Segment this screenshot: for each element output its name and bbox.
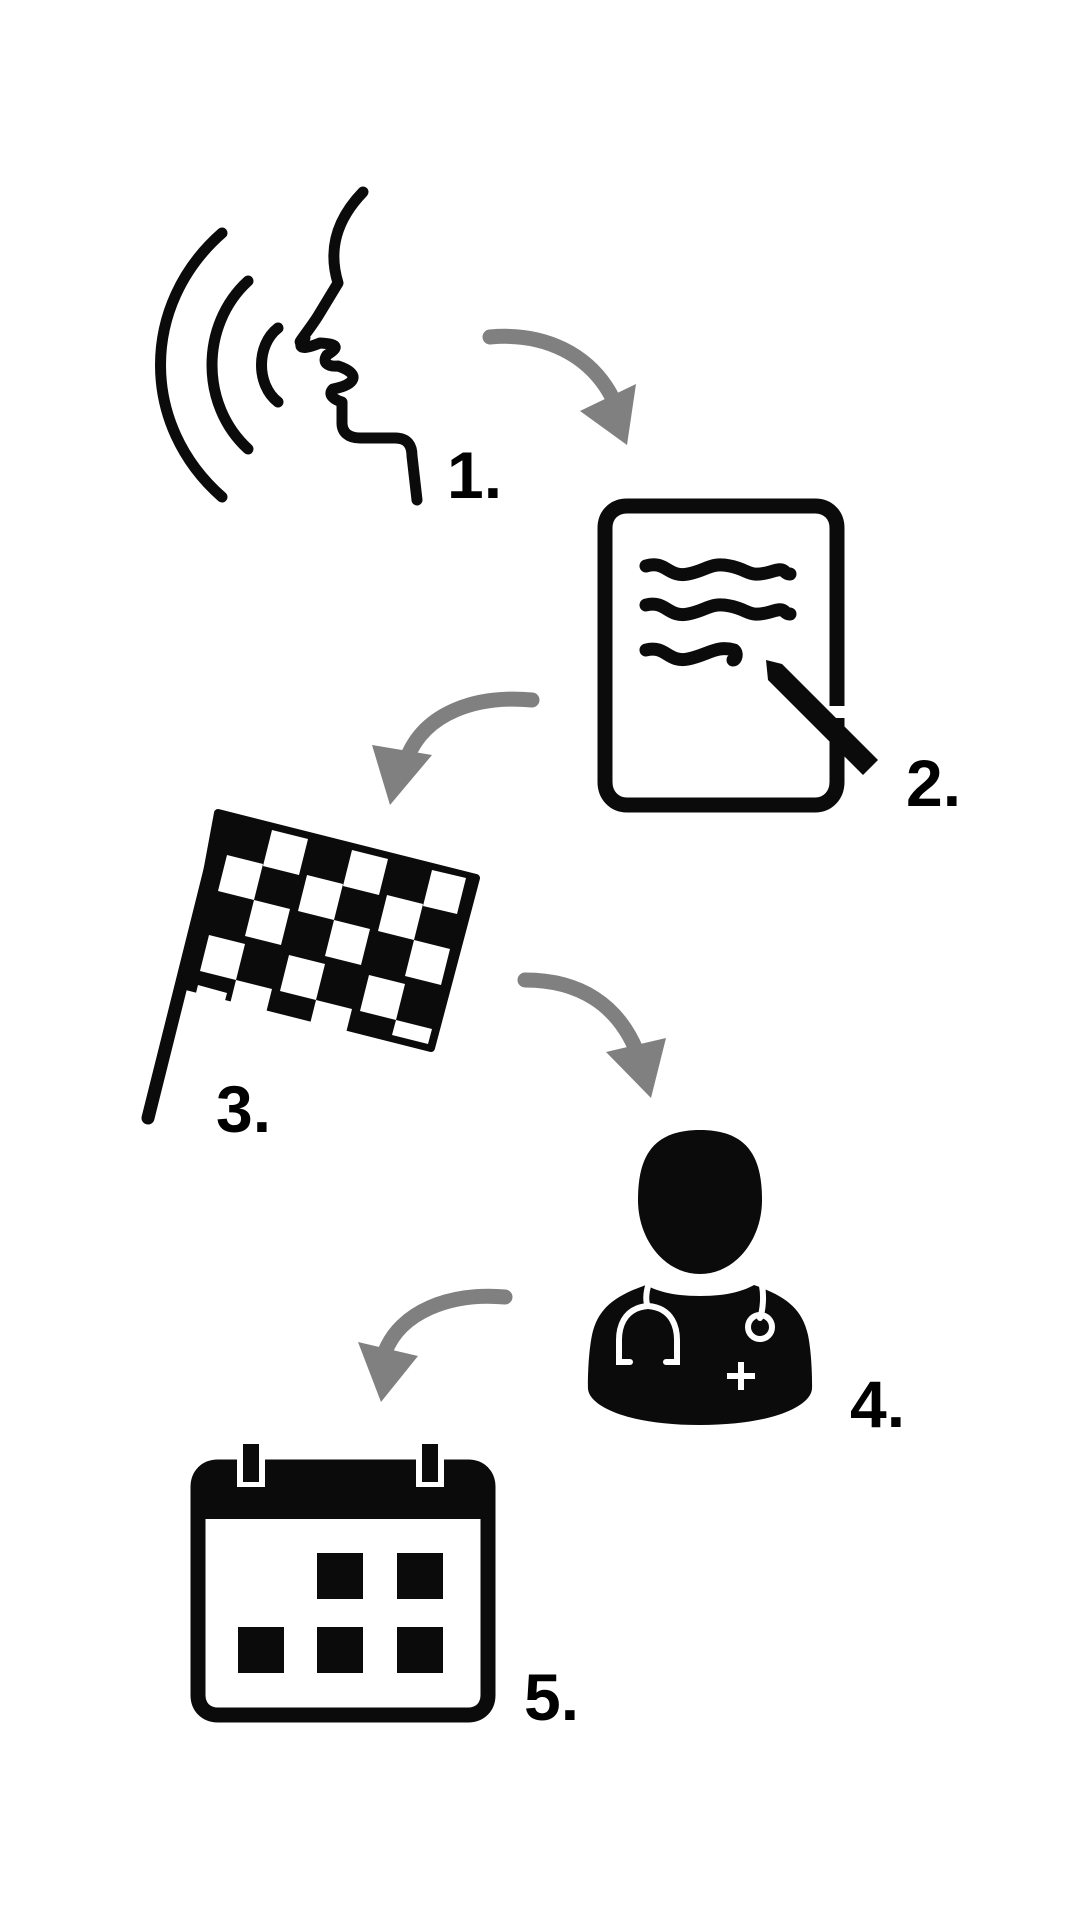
medical-cross-icon xyxy=(727,1362,755,1390)
calendar-rings xyxy=(237,1442,444,1487)
document-outline xyxy=(597,498,845,813)
doctor-body xyxy=(587,1285,813,1425)
speaking-head-icon xyxy=(155,186,423,506)
sound-wave-medium xyxy=(206,275,254,455)
arrow-3-to-4 xyxy=(517,972,666,1098)
arrow-4-to-5 xyxy=(358,1288,513,1402)
step-label-2: 2. xyxy=(906,746,961,820)
doctor-head xyxy=(638,1130,762,1274)
sound-wave-small xyxy=(256,322,284,408)
text-line-2 xyxy=(639,597,797,622)
stethoscope-icon xyxy=(616,1280,775,1365)
face-profile xyxy=(294,186,423,506)
flag-checks xyxy=(193,830,466,1045)
arrow-2-to-3 xyxy=(372,691,540,805)
text-line-1 xyxy=(639,558,797,582)
text-line-3 xyxy=(639,642,743,667)
calendar-icon xyxy=(190,1442,496,1723)
checkered-flag-icon xyxy=(141,809,480,1125)
pen-icon xyxy=(766,660,878,775)
sound-wave-large xyxy=(155,227,228,503)
step-label-3: 3. xyxy=(216,1072,271,1146)
arrow-1-to-2 xyxy=(482,328,636,445)
document-with-pen-icon xyxy=(597,498,878,813)
calendar-days xyxy=(238,1553,443,1673)
step-label-5: 5. xyxy=(524,1660,579,1734)
step-label-4: 4. xyxy=(850,1367,905,1441)
step-label-1: 1. xyxy=(447,438,502,512)
doctor-icon xyxy=(587,1130,813,1425)
